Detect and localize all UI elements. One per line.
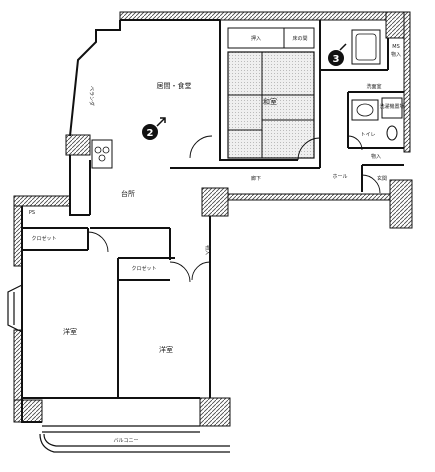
- label-oshiire: 押入: [251, 35, 261, 42]
- washitsu-tatami: [227, 51, 315, 159]
- photo-marker-2: 2: [142, 117, 166, 140]
- bottom-right-column: [199, 397, 231, 427]
- bottom-left-column: [13, 399, 43, 423]
- label-ms: MS: [392, 44, 400, 50]
- svg-text:2: 2: [147, 128, 154, 139]
- label-veranda: ベランダ: [88, 86, 95, 106]
- label-balcony: バルコニー: [114, 438, 139, 444]
- label-washitsu: 和室: [263, 97, 277, 106]
- left-top-column: [65, 134, 91, 156]
- tatami-lines: [228, 52, 314, 158]
- label-washing-machine: 洗濯機置場: [379, 103, 404, 110]
- stove-burner-2: [102, 146, 110, 154]
- basin-bowl: [356, 103, 374, 117]
- left-block: [13, 195, 71, 207]
- corridor-column: [201, 187, 229, 217]
- kitchen-counter: [91, 139, 113, 169]
- corridor-bottom-wall: [227, 193, 391, 201]
- label-living-dining: 居間・食堂: [157, 81, 192, 90]
- wash-basin: [351, 99, 379, 121]
- washing-machine-box: [381, 97, 403, 119]
- balcony: [39, 425, 230, 453]
- label-tokonoma: 床の間: [292, 35, 307, 42]
- top-wall: [119, 11, 411, 21]
- room-labels: 居間・食堂 和室 台所 洋室 洋室 廊下 ホール 玄関 洗面室 トイレ バルコニ…: [29, 35, 405, 444]
- label-washroom: 洗面室: [366, 83, 381, 90]
- stove-burner-1: [94, 146, 102, 154]
- structural-walls: [13, 11, 413, 427]
- label-storage-hall: 物入: [204, 245, 211, 255]
- right-wall: [403, 11, 411, 153]
- wall-lines: [21, 19, 404, 423]
- label-entrance: 玄関: [377, 175, 387, 182]
- label-kitchen: 台所: [121, 189, 135, 198]
- label-storage-bath: 物入: [391, 51, 401, 58]
- svg-text:3: 3: [333, 54, 340, 65]
- label-storage-entry: 物入: [371, 153, 381, 160]
- oshiire-strip: [227, 27, 315, 49]
- photo-marker-3: 3: [328, 43, 347, 66]
- label-closet-2: クロゼット: [131, 265, 156, 272]
- label-ps: PS: [29, 210, 35, 216]
- label-western-room-1: 洋室: [63, 327, 77, 336]
- stove-burner-3: [98, 154, 106, 162]
- bathtub-inner: [355, 33, 377, 61]
- door-swings: [87, 135, 381, 283]
- label-hallway: 廊下: [251, 175, 261, 182]
- bathtub: [351, 29, 381, 65]
- bay-window: [7, 284, 23, 333]
- label-western-room-2: 洋室: [159, 345, 173, 354]
- label-toilet: トイレ: [360, 132, 375, 138]
- label-hall: ホール: [332, 174, 347, 180]
- toilet-bowl: [386, 125, 398, 141]
- label-closet-1: クロゼット: [31, 235, 56, 242]
- entry-right-block: [389, 179, 413, 229]
